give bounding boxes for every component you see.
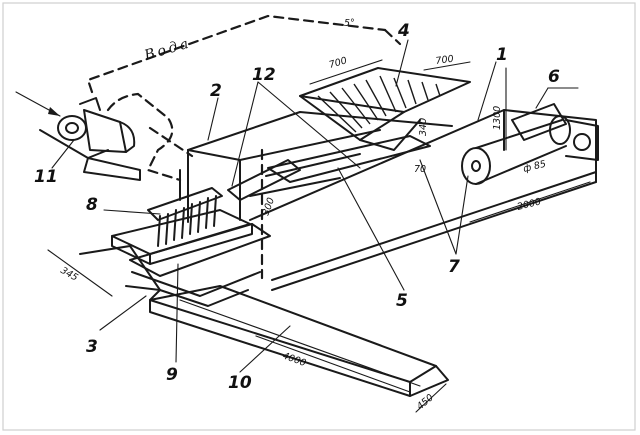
dim-345: 345 [59, 265, 80, 284]
base-rail [249, 109, 597, 291]
callout-6: 6 [548, 67, 560, 87]
bottom-trough [79, 245, 261, 307]
rake-frame [147, 169, 223, 247]
hopper [299, 67, 471, 151]
dimension-lines [47, 59, 591, 413]
drive-pulley [461, 119, 567, 185]
callout-8: 8 [86, 195, 98, 215]
dim-1300: 1300 [492, 106, 503, 130]
leader-lines [51, 39, 549, 373]
callout-10: 10 [228, 373, 252, 393]
conveyor-trough [149, 285, 449, 397]
callout-5: 5 [396, 291, 408, 311]
callout-3: 3 [86, 337, 98, 357]
callout-12: 12 [252, 65, 276, 85]
motor [511, 87, 599, 161]
inclined-plate [227, 135, 431, 201]
dim-700-left: 700 [328, 55, 348, 71]
callout-11: 11 [34, 167, 58, 187]
water-label: Вода [142, 35, 193, 64]
dim-phi85: ф 85 [522, 159, 547, 175]
callout-1: 1 [496, 45, 508, 65]
pump-unit [15, 91, 141, 181]
page-border [2, 2, 636, 431]
dim-70: 70 [414, 164, 426, 175]
water-pipe [86, 14, 402, 182]
callout-2: 2 [210, 81, 222, 101]
dim-340: 340 [418, 118, 429, 136]
dim-5deg: 5° [344, 18, 355, 29]
dim-450: 450 [415, 392, 436, 412]
callout-7: 7 [448, 257, 460, 277]
callout-9: 9 [166, 365, 178, 385]
callout-4: 4 [397, 21, 410, 41]
dim-700-right: 700 [435, 54, 454, 67]
dim-2000: 2000 [516, 196, 542, 213]
